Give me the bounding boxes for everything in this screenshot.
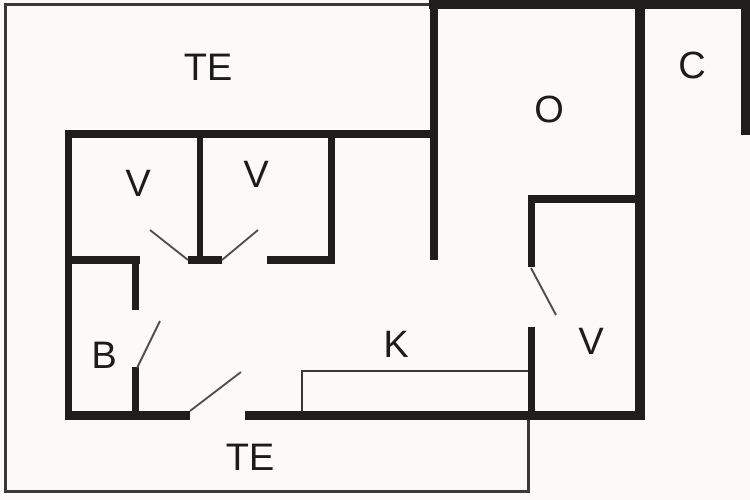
carport-right-wall xyxy=(741,0,750,135)
door-swing-v1 xyxy=(149,229,189,261)
kitchen-counter-left xyxy=(301,370,303,411)
south-wall-left-segment xyxy=(65,411,190,420)
door-swing-b xyxy=(136,320,161,369)
house-top-wall-left-section xyxy=(65,130,437,138)
v3-left-wall-lower xyxy=(528,327,535,411)
room-label-k: K xyxy=(383,324,409,366)
v-rooms-divider-wall xyxy=(197,138,203,260)
terrace-outline-bottom xyxy=(4,490,530,493)
v3-top-wall xyxy=(528,195,635,203)
terrace-outline-left xyxy=(4,3,7,493)
b-room-wall-lower xyxy=(132,367,139,411)
west-wall xyxy=(65,130,72,420)
door-swing-terrace xyxy=(189,371,242,412)
room-label-c: C xyxy=(678,45,706,87)
door-swing-v2 xyxy=(221,229,259,261)
b-room-wall-upper xyxy=(132,264,139,310)
v3-left-wall-upper xyxy=(528,203,535,267)
room-label-v3: V xyxy=(578,321,604,363)
hall-wall-segment-3 xyxy=(267,256,335,264)
hall-wall-segment-2 xyxy=(188,256,222,264)
east-wall xyxy=(635,0,645,418)
door-swing-v3 xyxy=(530,267,557,316)
room-label-v1: V xyxy=(125,163,151,205)
room-label-terrace-bottom: TE xyxy=(225,437,275,479)
hall-wall-segment-1 xyxy=(72,256,140,264)
v2-right-wall xyxy=(328,138,335,264)
room-label-o: O xyxy=(534,89,564,131)
terrace-outline-right xyxy=(527,418,530,493)
south-wall-right-segment xyxy=(245,411,645,420)
room-label-b: B xyxy=(91,335,117,377)
room-label-terrace-top: TE xyxy=(183,47,233,89)
top-wall-right-section xyxy=(429,0,750,9)
kitchen-counter-top xyxy=(301,370,529,372)
terrace-outline-top xyxy=(4,3,430,6)
room-label-v2: V xyxy=(243,154,269,196)
central-vertical-wall xyxy=(430,9,438,260)
